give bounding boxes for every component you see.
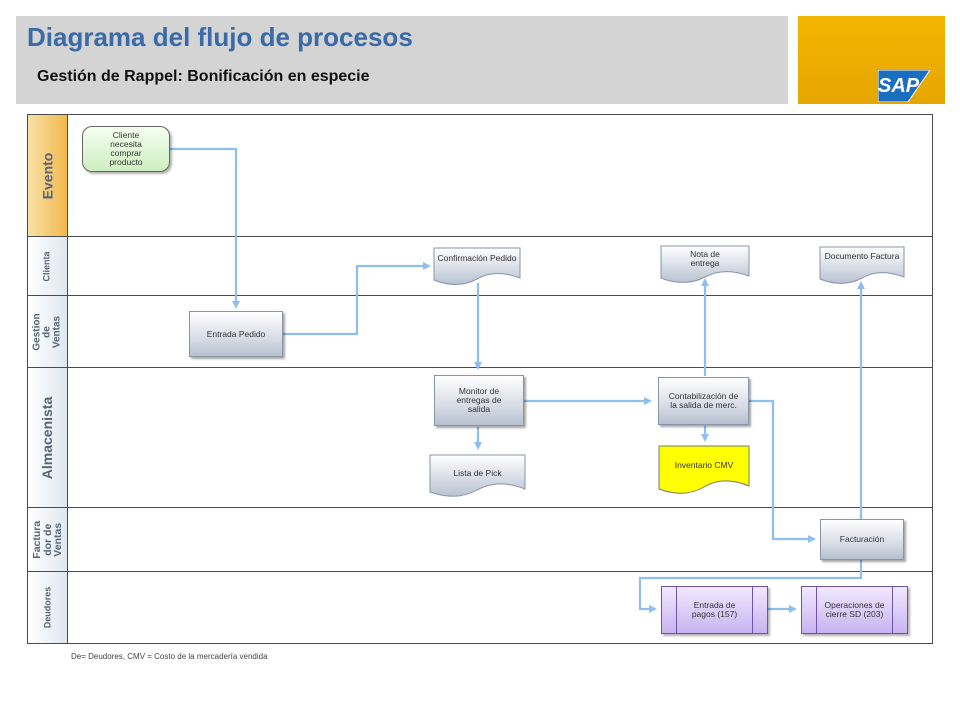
lane-clienta-text: Clienta — [41, 250, 52, 282]
lane-almacenista-text: Almacenista — [39, 396, 56, 479]
task-entrada-pedido-label: Entrada Pedido — [206, 328, 266, 339]
doc-documento-factura[interactable]: Documento Factura — [819, 246, 905, 285]
lane-label-clienta: Clienta — [28, 237, 68, 295]
subprocess-entrada-pagos-label: Entrada de pagos (157) — [691, 600, 738, 619]
lane-divider — [28, 295, 932, 296]
lane-label-gestion: Gestion de Ventas — [28, 296, 68, 367]
page-title: Diagrama del flujo de procesos — [27, 22, 413, 52]
lane-divider — [28, 236, 932, 237]
doc-lista-pick[interactable]: Lista de Pick — [429, 454, 526, 499]
doc-confirmacion-pedido[interactable]: Confirmación Pedido — [433, 247, 521, 286]
lane-label-evento: Evento — [28, 115, 68, 236]
task-facturacion-label: Facturación — [839, 534, 885, 545]
lane-divider — [28, 571, 932, 572]
sap-logo-text: SAP — [878, 75, 920, 97]
event-cliente-necesita-label: Cliente necesita comprar producto — [109, 130, 143, 167]
doc-confirmacion-pedido-label: Confirmación Pedido — [437, 253, 517, 263]
lane-deudores-text: Deudores — [42, 586, 53, 629]
doc-lista-pick-label: Lista de Pick — [453, 468, 502, 478]
sap-logo: SAP — [878, 70, 930, 102]
subprocess-operaciones-cierre-label: Operaciones de cierre SD (203) — [824, 600, 885, 619]
footnote: De= Deudores, CMV = Costo de la mercader… — [71, 652, 268, 661]
lane-evento-text: Evento — [39, 152, 56, 199]
lane-gestion-text: Gestion de Ventas — [31, 312, 63, 351]
event-cliente-necesita[interactable]: Cliente necesita comprar producto — [82, 126, 170, 172]
task-entrada-pedido[interactable]: Entrada Pedido — [189, 311, 283, 357]
lane-facturador-text: Factura dor de Ventas — [30, 520, 64, 559]
task-monitor-entregas[interactable]: Monitor de entregas de salida — [434, 375, 524, 426]
lane-label-facturador: Factura dor de Ventas — [28, 508, 68, 571]
doc-inventario-cmv-label: Inventario CMV — [674, 460, 734, 470]
task-contabilizacion-label: Contabilización de la salida de merc. — [668, 391, 739, 410]
task-contabilizacion[interactable]: Contabilización de la salida de merc. — [658, 377, 749, 425]
page-subtitle: Gestión de Rappel: Bonificación en espec… — [37, 68, 370, 85]
header-bar — [16, 16, 788, 104]
task-monitor-entregas-label: Monitor de entregas de salida — [456, 386, 502, 414]
logo-background — [798, 16, 945, 104]
subprocess-entrada-pagos[interactable]: Entrada de pagos (157) — [661, 586, 768, 634]
swimlane-pool — [27, 114, 933, 644]
doc-documento-factura-label: Documento Factura — [824, 251, 900, 261]
doc-inventario-cmv[interactable]: Inventario CMV — [658, 445, 750, 496]
lane-label-deudores: Deudores — [28, 572, 68, 643]
subprocess-operaciones-cierre[interactable]: Operaciones de cierre SD (203) — [801, 586, 908, 634]
doc-nota-entrega-label: Nota de entrega — [690, 249, 720, 268]
lane-label-almacenista: Almacenista — [28, 368, 68, 507]
lane-divider — [28, 367, 932, 368]
lane-divider — [28, 507, 932, 508]
doc-nota-entrega[interactable]: Nota de entrega — [660, 245, 750, 284]
task-facturacion[interactable]: Facturación — [820, 519, 904, 560]
